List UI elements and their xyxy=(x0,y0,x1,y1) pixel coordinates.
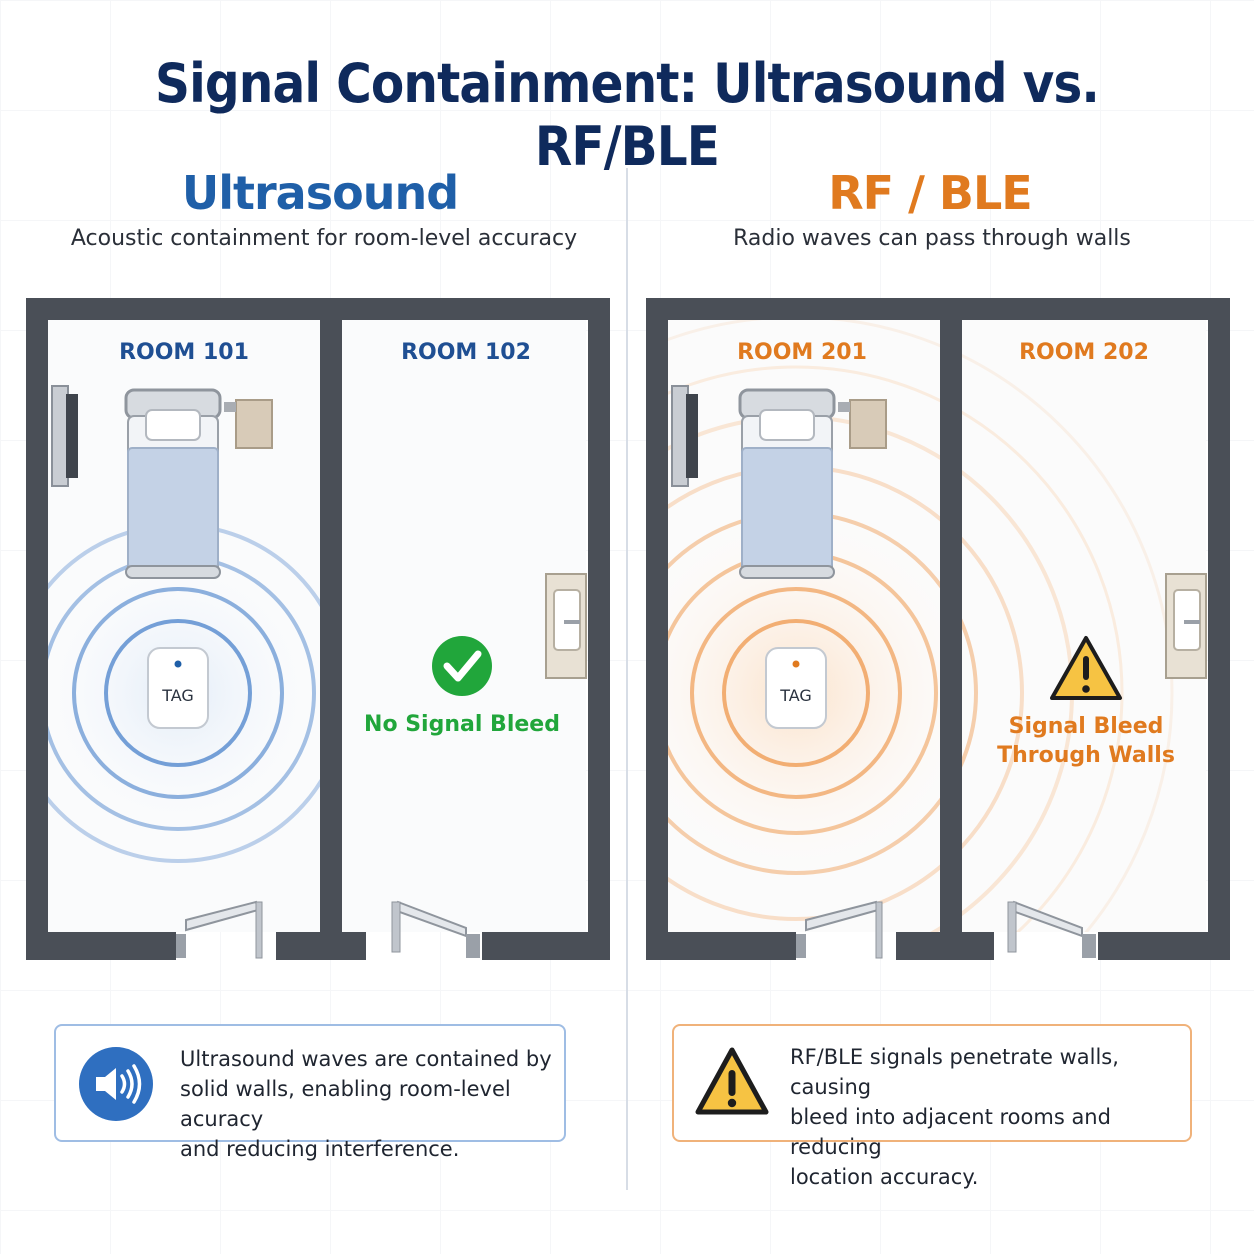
room-101-label: ROOM 101 xyxy=(119,340,249,365)
no-signal-bleed-label: No Signal Bleed xyxy=(364,712,560,737)
ultrasound-subtitle: Acoustic containment for room-level accu… xyxy=(70,226,578,251)
rf-info-box: RF/BLE signals penetrate walls, causing … xyxy=(672,1024,1192,1189)
speaker-icon xyxy=(79,1047,153,1121)
sink-icon xyxy=(545,573,587,679)
walls xyxy=(646,298,1230,960)
room-201-label: ROOM 201 xyxy=(737,340,867,365)
ultrasound-info-box: Ultrasound waves are contained by solid … xyxy=(54,1024,566,1161)
warning-icon xyxy=(695,1047,769,1115)
ultrasound-tag xyxy=(147,647,209,729)
tv-icon xyxy=(51,385,78,487)
rf-info-line-2: bleed into adjacent rooms and reducing xyxy=(790,1105,1111,1159)
rf-info-line-3: location accuracy. xyxy=(790,1165,979,1189)
door-101 xyxy=(176,900,263,959)
bed-icon xyxy=(124,388,222,579)
rf-heading: RF / BLE xyxy=(828,166,1032,220)
signal-bleed-line-1: Signal Bleed xyxy=(1008,714,1164,739)
warning-icon xyxy=(1050,636,1122,700)
sink-icon xyxy=(1165,573,1207,679)
rf-info-line-1: RF/BLE signals penetrate walls, causing xyxy=(790,1045,1119,1099)
rf-tag xyxy=(765,647,827,729)
ultrasound-heading: Ultrasound xyxy=(181,166,459,220)
door-202 xyxy=(1007,900,1096,958)
door-102 xyxy=(391,900,480,958)
bed-icon xyxy=(738,388,836,579)
check-circle-icon xyxy=(432,636,492,696)
ultrasound-info-line-2: solid walls, enabling room-level acuracy xyxy=(180,1077,511,1131)
nightstand-icon xyxy=(224,399,273,449)
page-title: Signal Containment: Ultrasound vs. RF/BL… xyxy=(155,52,1100,178)
signal-bleed-label: Signal Bleed Through Walls xyxy=(976,712,1196,770)
tv-icon xyxy=(671,385,698,487)
ultrasound-floor-plan: ROOM 101 ROOM 102 TAG No Signal Bleed xyxy=(26,298,610,962)
rf-floor-plan: ROOM 201 ROOM 202 TAG Signal Bleed Throu… xyxy=(646,298,1230,962)
ultrasound-info-line-3: and reducing interference. xyxy=(180,1137,460,1161)
walls xyxy=(26,298,610,960)
ultrasound-tag-label: TAG xyxy=(162,686,194,705)
door-201 xyxy=(796,900,883,959)
room-102-label: ROOM 102 xyxy=(401,340,531,365)
panel-divider xyxy=(626,168,628,1190)
nightstand-icon xyxy=(838,399,887,449)
ultrasound-info-line-1: Ultrasound waves are contained by xyxy=(180,1047,552,1071)
rf-subtitle: Radio waves can pass through walls xyxy=(733,226,1131,251)
signal-bleed-line-2: Through Walls xyxy=(997,743,1175,768)
room-202-label: ROOM 202 xyxy=(1019,340,1149,365)
rf-tag-label: TAG xyxy=(780,686,812,705)
